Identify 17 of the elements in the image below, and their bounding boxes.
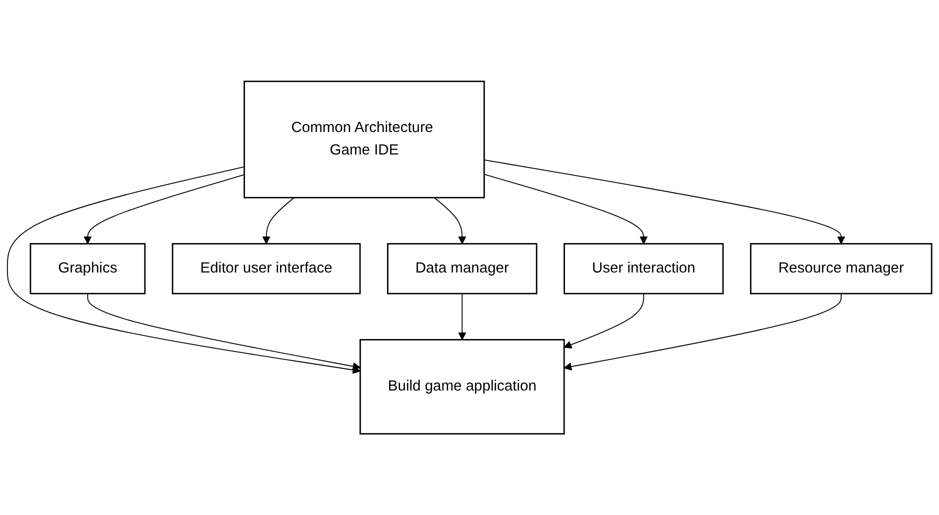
node-box: Graphics: [30, 242, 146, 294]
arrow: [434, 197, 466, 244]
arrow: [84, 174, 245, 244]
arrow: [484, 159, 846, 244]
arrow: [6, 166, 361, 374]
arrow: [458, 293, 466, 340]
arrow: [564, 293, 644, 348]
arrow: [262, 197, 295, 244]
node-box: Common Architecture Game IDE: [244, 80, 485, 198]
node-box: User interaction: [564, 242, 724, 294]
arrow: [564, 293, 842, 370]
node-box: Resource manager: [750, 242, 932, 294]
node-box: Data manager: [387, 242, 538, 294]
node-box: Build game application: [360, 338, 565, 434]
arrow: [484, 174, 648, 244]
node-box: Editor user interface: [172, 242, 361, 294]
arrow: [87, 293, 361, 370]
